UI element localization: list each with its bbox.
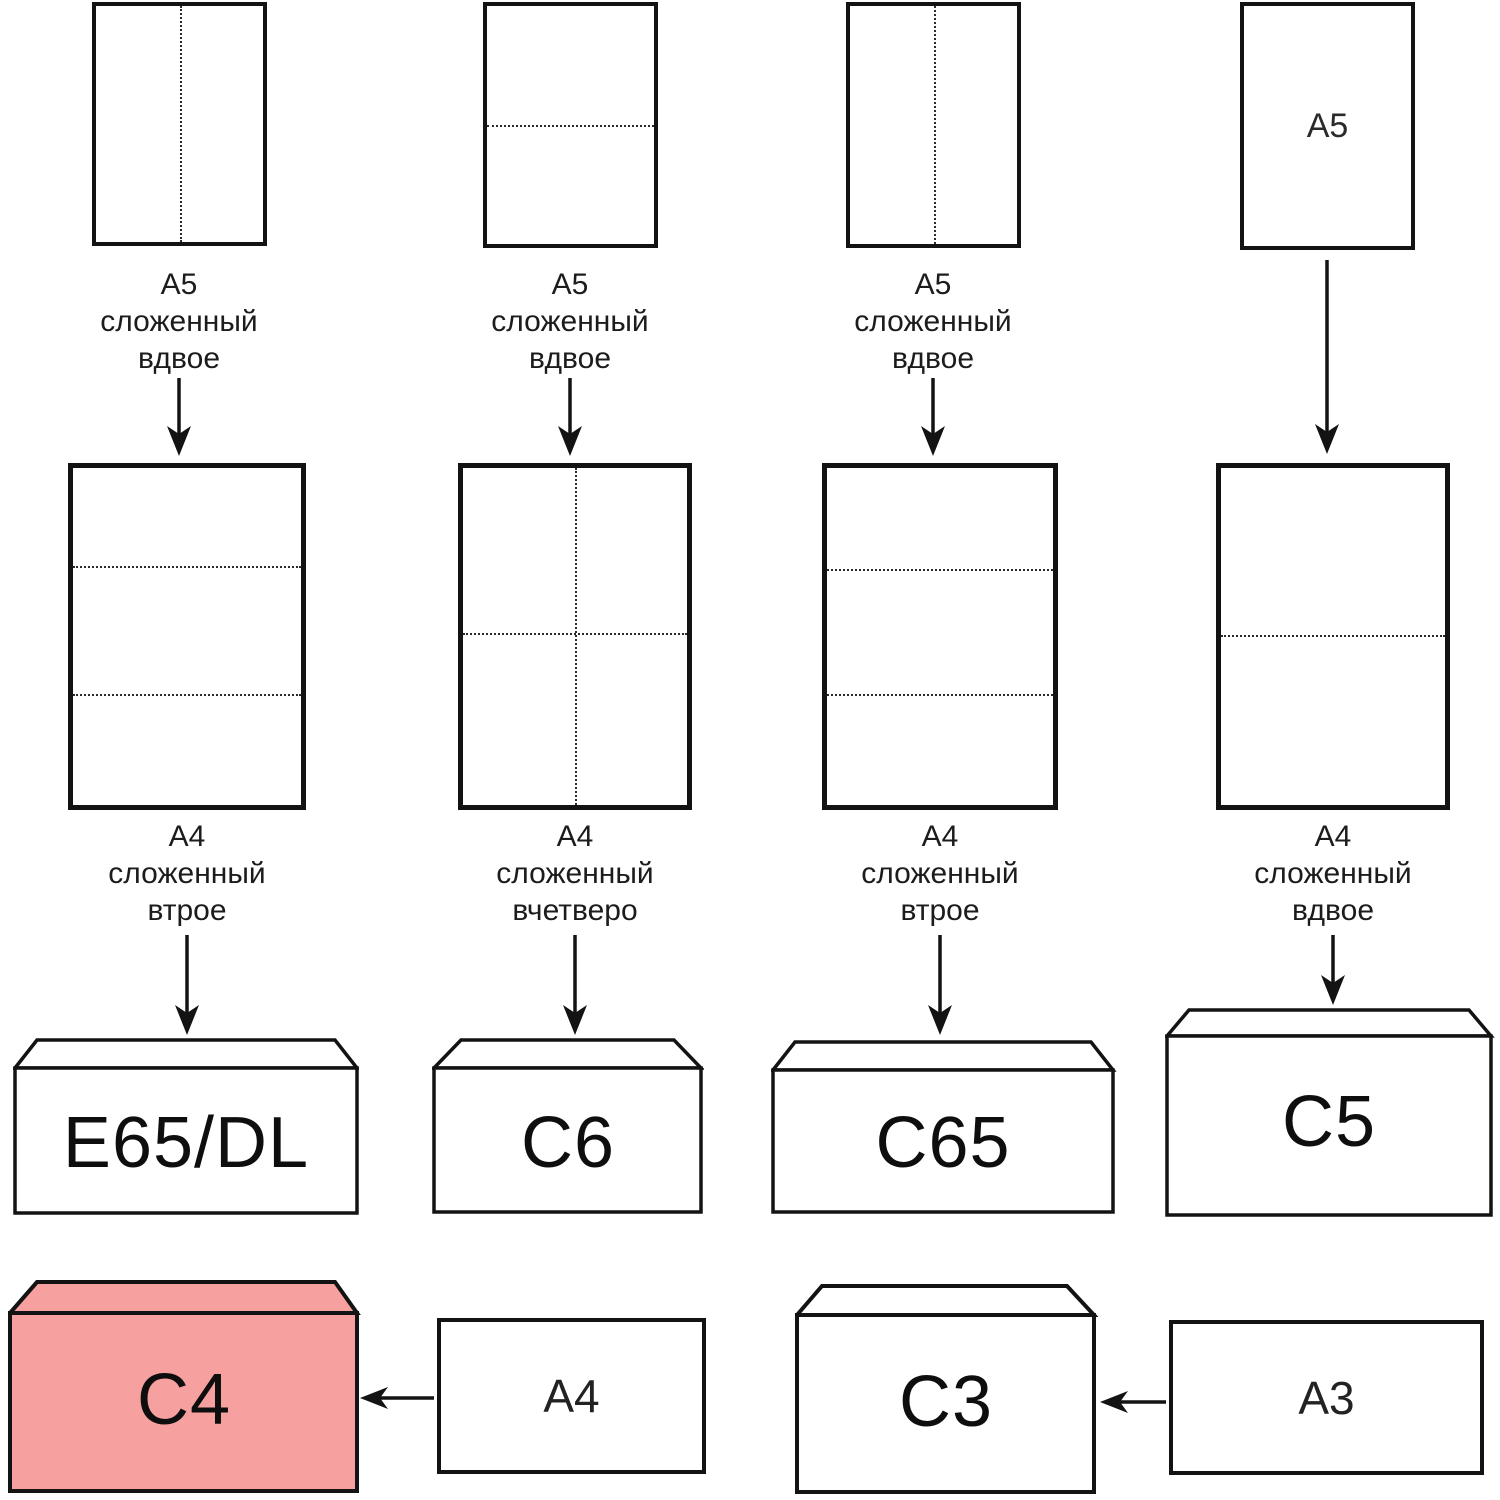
envelope-c5-shape xyxy=(1165,1008,1495,1217)
fold-line-vertical xyxy=(933,6,936,244)
caption-a5-folded-2: А5 сложенный вдвое xyxy=(491,268,649,375)
arrow-down-icon xyxy=(167,378,191,456)
a5-sheet-inner-label: A5 xyxy=(1306,106,1349,145)
arrow-down-icon xyxy=(175,935,199,1035)
arrow-down-icon xyxy=(558,378,582,456)
envelope-c6-shape xyxy=(432,1038,704,1214)
envelope-c65-label: C65 xyxy=(875,1103,1011,1183)
caption-a4-folded-3: А4 сложенный втрое xyxy=(861,820,1019,927)
fold-line-horizontal xyxy=(463,633,687,636)
envelope-c65-shape xyxy=(771,1040,1117,1214)
a4-sheet-fold-thirds-1 xyxy=(68,463,306,810)
fold-line-horizontal xyxy=(487,125,654,127)
envelope-c4-shape xyxy=(8,1280,361,1493)
arrow-down-icon xyxy=(563,935,587,1035)
envelope-c3-label: C3 xyxy=(898,1362,994,1442)
a5-sheet-fold-horizontal xyxy=(483,2,658,248)
fold-line-vertical xyxy=(575,468,577,805)
a3-sheet-source: A3 xyxy=(1169,1320,1484,1475)
caption-a5-folded-1: А5 сложенный вдвое xyxy=(100,268,258,375)
caption-a4-folded-2: А4 сложенный вчетверо xyxy=(496,820,654,927)
fold-line-horizontal xyxy=(73,565,301,568)
a5-sheet-fold-vertical-2 xyxy=(846,2,1021,248)
a3-sheet-source-label: A3 xyxy=(1298,1371,1355,1424)
envelope-c4-label: C4 xyxy=(136,1360,232,1440)
arrow-down-icon xyxy=(1315,260,1339,454)
caption-a4-folded-4: А4 сложенный вдвое xyxy=(1254,820,1412,927)
arrow-left-icon xyxy=(1100,1391,1166,1413)
envelope-c6-label: C6 xyxy=(520,1103,616,1183)
a5-sheet-plain: A5 xyxy=(1240,2,1415,250)
fold-line-horizontal xyxy=(73,693,301,696)
arrow-left-icon xyxy=(360,1387,434,1409)
envelope-c3-shape xyxy=(795,1284,1098,1494)
a4-sheet-fold-thirds-2 xyxy=(822,463,1058,810)
a5-sheet-fold-vertical-1 xyxy=(92,2,267,246)
envelope-e65dl-label: E65/DL xyxy=(62,1103,310,1183)
a4-sheet-fold-quarters xyxy=(458,463,692,810)
arrow-down-icon xyxy=(921,378,945,456)
caption-a5-folded-3: А5 сложенный вдвое xyxy=(854,268,1012,375)
fold-line-vertical xyxy=(179,6,182,242)
fold-line-horizontal xyxy=(827,569,1053,572)
a4-sheet-fold-half xyxy=(1216,463,1450,810)
envelope-e65dl-shape xyxy=(13,1038,359,1215)
envelope-c5-label: C5 xyxy=(1281,1082,1377,1162)
fold-line-horizontal xyxy=(827,693,1053,696)
fold-line-horizontal xyxy=(1221,634,1445,637)
arrow-down-icon xyxy=(928,935,952,1035)
arrow-down-icon xyxy=(1321,935,1345,1005)
a4-sheet-source: A4 xyxy=(437,1318,706,1474)
a4-sheet-source-label: A4 xyxy=(543,1370,600,1422)
caption-a4-folded-1: А4 сложенный втрое xyxy=(108,820,266,927)
